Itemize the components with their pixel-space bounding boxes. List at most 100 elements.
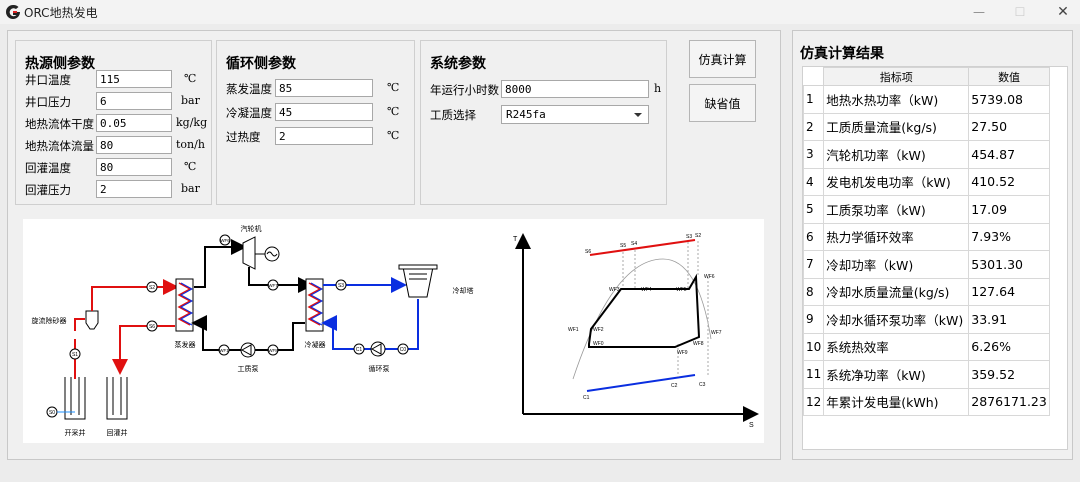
node-wf7-marker — [267, 279, 279, 291]
annual-hours-unit: h — [654, 82, 662, 95]
ts-s3-label: S3 — [686, 234, 692, 240]
ts-wf7-label: WF7 — [711, 330, 722, 336]
superheat-unit: ℃ — [387, 129, 400, 142]
circ-pump-icon — [370, 341, 386, 357]
circ-pump-label: 循环泵 — [369, 364, 390, 373]
row-index: 1 — [803, 85, 825, 114]
defaults-button[interactable]: 缺省值 — [689, 84, 756, 122]
wellhead-temp-unit: ℃ — [184, 72, 197, 85]
fluid-flow-input[interactable]: 80 — [96, 136, 172, 154]
chevron-down-icon — [634, 113, 642, 117]
production-well-label: 开采井 — [65, 428, 86, 437]
node-s6-marker — [146, 320, 158, 332]
superheat-label: 过热度 — [226, 130, 261, 144]
row-name: 工质质量流量(kg/s) — [823, 112, 970, 141]
annual-hours-input[interactable]: 8000 — [501, 80, 649, 98]
row-name: 年累计发电量(kWh) — [823, 387, 970, 416]
header-value[interactable]: 数值 — [968, 67, 1050, 86]
evap-temp-unit: ℃ — [387, 81, 400, 94]
ts-wf6-label: WF6 — [704, 274, 715, 280]
node-c1-label: C1 — [356, 347, 363, 353]
row-index: 11 — [803, 360, 825, 389]
system-title: 系统参数 — [430, 56, 486, 72]
minimize-button[interactable]: — — [973, 5, 985, 19]
ts-c2-label: C2 — [671, 383, 678, 389]
cooling-water-line — [586, 374, 696, 392]
window-title: ORC地热发电 — [24, 6, 98, 20]
ts-wf8-label: WF8 — [693, 341, 704, 347]
process-flow-svg: 开采井 回灌井 S0 S1 旋流除砂器 S2 S6 蒸发器 WF6 汽轮机 — [32, 224, 759, 437]
wellhead-pressure-input[interactable]: 6 — [96, 92, 172, 110]
orc-cycle-path — [588, 273, 701, 348]
ts-c3-label: C3 — [699, 382, 706, 388]
row-name: 冷却功率（kW) — [823, 250, 970, 279]
header-name[interactable]: 指标项 — [823, 67, 970, 86]
row-name: 地热水热功率（kW) — [823, 85, 970, 114]
fluid-flow-label: 地热流体流量 — [25, 139, 94, 153]
cooling-tower-label: 冷却塔 — [453, 286, 474, 295]
node-c0-label: C0 — [400, 347, 407, 353]
close-button[interactable]: ✕ — [1057, 4, 1069, 20]
production-well-icon — [64, 377, 86, 420]
reinjection-pressure-input[interactable]: 2 — [96, 180, 172, 198]
header-corner — [803, 67, 825, 86]
fluid-select[interactable]: R245fa — [501, 105, 649, 124]
ts-s5-label: S5 — [620, 243, 626, 249]
reinjection-temp-unit: ℃ — [184, 160, 197, 173]
ts-wf2-label: WF2 — [593, 327, 604, 333]
superheat-input[interactable]: 2 — [275, 127, 373, 145]
row-index: 10 — [803, 332, 825, 361]
injection-well-label: 回灌井 — [107, 428, 128, 437]
cond-temp-input[interactable]: 45 — [275, 103, 373, 121]
reinjection-pressure-unit: bar — [181, 182, 200, 195]
wellhead-pressure-unit: bar — [181, 94, 200, 107]
app-logo-icon — [6, 4, 20, 19]
reinjection-temp-input[interactable]: 80 — [96, 158, 172, 176]
ts-wf3-label: WF3 — [609, 287, 620, 293]
fluid-quality-input[interactable]: 0.05 — [96, 114, 172, 132]
annual-hours-label: 年运行小时数 — [430, 83, 499, 97]
row-name: 冷却水循环泵功率（kW) — [823, 305, 970, 334]
node-s6-label: S6 — [149, 324, 155, 330]
ts-s6-label: S6 — [585, 249, 591, 255]
cycle-title: 循环侧参数 — [226, 56, 296, 72]
system-group: 系统参数 年运行小时数 8000 h 工质选择 R245fa — [420, 40, 667, 205]
s-axis-label: S — [749, 422, 754, 429]
row-value: 6.26% — [968, 332, 1050, 361]
saturation-dome — [572, 258, 712, 380]
maximize-button[interactable]: ☐ — [1014, 5, 1026, 19]
condenser-label: 冷凝器 — [305, 340, 326, 349]
simulate-button[interactable]: 仿真计算 — [689, 40, 756, 78]
wf-pump-icon — [240, 342, 256, 358]
evap-temp-input[interactable]: 85 — [275, 79, 373, 97]
cooling-line-return — [321, 299, 419, 350]
row-value: 5301.30 — [968, 250, 1050, 279]
t-axis-label: T — [513, 236, 518, 243]
ts-wf0-label: WF0 — [593, 341, 604, 347]
ts-diagram: T S S6 S5 S4 S3 S2 WF6 WF3 WF4 WF5 WF1 W… — [513, 233, 759, 429]
results-header-row: 指标项 数值 — [803, 67, 1050, 86]
reinjection-pressure-label: 回灌压力 — [25, 183, 71, 197]
ts-wf4-label: WF4 — [641, 287, 652, 293]
node-wf1-marker — [218, 344, 230, 356]
node-s1-label: S1 — [72, 352, 78, 358]
node-s3-marker — [335, 279, 347, 291]
fluid-select-value: R245fa — [506, 108, 546, 121]
row-index: 3 — [803, 140, 825, 169]
evap-temp-label: 蒸发温度 — [226, 82, 272, 96]
wellhead-temp-input[interactable]: 115 — [96, 70, 172, 88]
